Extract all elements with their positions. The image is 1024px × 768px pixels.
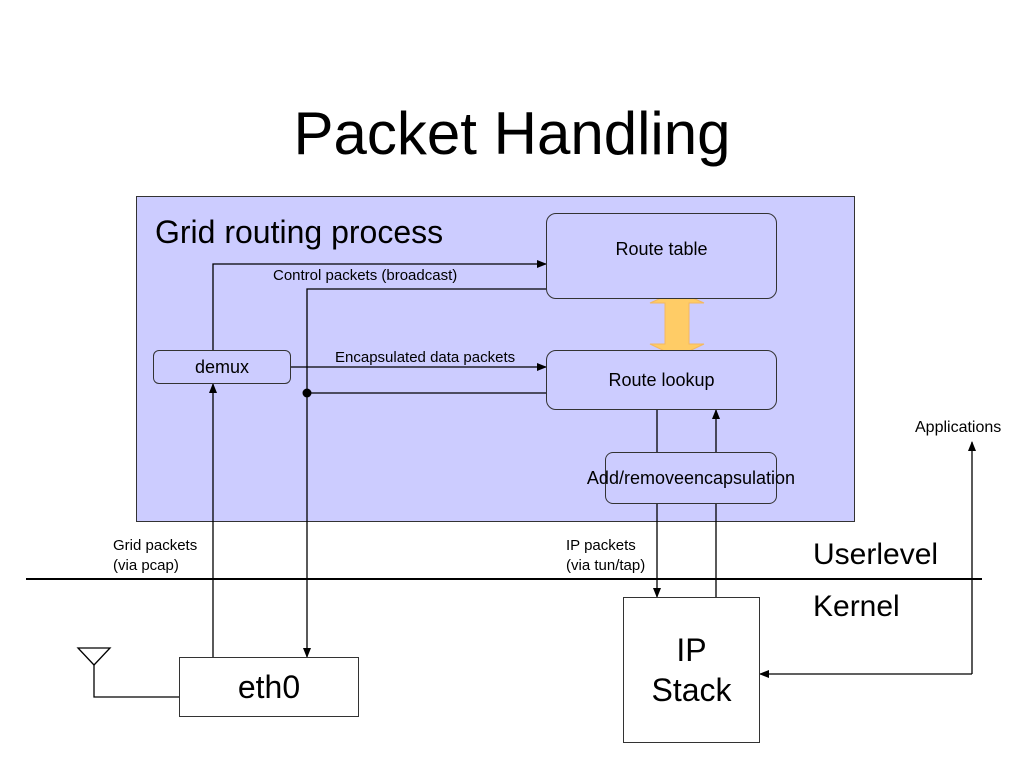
encap-label-line1: Add/remove xyxy=(586,468,684,488)
ip-stack-label-line2: Stack xyxy=(651,672,732,708)
demux-label: demux xyxy=(194,356,250,377)
ip-packets-label-2: (via tun/tap) xyxy=(566,557,646,574)
ip-stack-label-line1: IP xyxy=(676,632,707,668)
page-title: Packet Handling xyxy=(293,100,731,167)
route-table-box: Route table xyxy=(546,213,777,299)
eth0-label: eth0 xyxy=(237,668,301,705)
eth0-box: eth0 xyxy=(179,657,359,717)
encapsulation-box: Add/remove encapsulation xyxy=(587,452,795,504)
ip-packets-label-1: IP packets xyxy=(566,537,636,554)
encap-data-packets-label: Encapsulated data packets xyxy=(335,349,516,366)
antenna-icon xyxy=(76,647,179,698)
control-packets-arrow xyxy=(212,260,547,350)
process-title: Grid routing process xyxy=(155,214,444,250)
route-table-lookup-double-arrow xyxy=(649,290,705,358)
route-lookup-box: Route lookup xyxy=(546,350,777,410)
route-table-to-eth0-arrow xyxy=(303,288,546,658)
kernel-label: Kernel xyxy=(813,590,900,623)
route-table-label: Route table xyxy=(615,239,708,259)
grid-packets-label-1: Grid packets xyxy=(113,537,198,554)
junction-dot xyxy=(302,388,312,398)
ip-stack-box: IP Stack xyxy=(623,597,760,743)
demux-box: demux xyxy=(153,350,291,384)
encap-label-line2: encapsulation xyxy=(683,468,796,488)
userlevel-label: Userlevel xyxy=(813,538,939,571)
route-lookup-label: Route lookup xyxy=(608,369,715,390)
applications-label: Applications xyxy=(915,419,1002,436)
grid-packets-label-2: (via pcap) xyxy=(113,557,179,574)
control-packets-label: Control packets (broadcast) xyxy=(273,267,458,284)
